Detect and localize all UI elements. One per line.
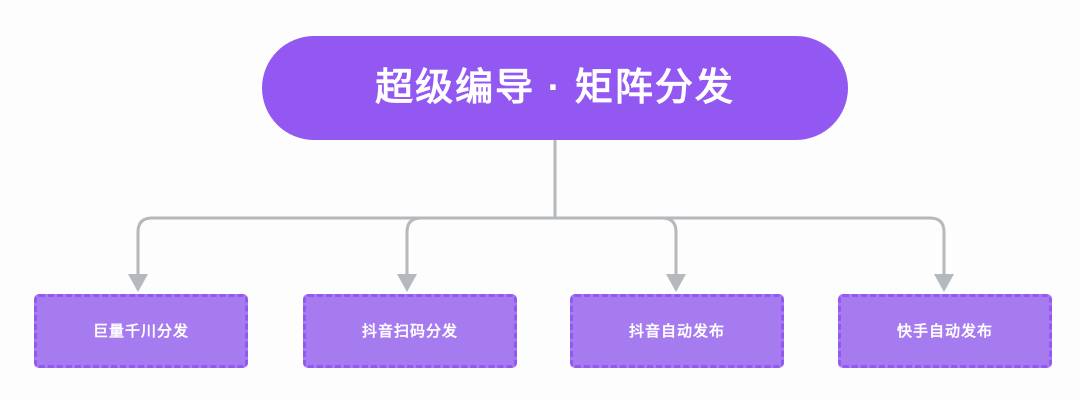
root-node-label: 超级编导 · 矩阵分发 (375, 67, 735, 109)
connector-bus-mid2 (553, 216, 678, 280)
connector-bus-left (136, 216, 557, 280)
leaf-node-douyin-auto-publish[interactable]: 抖音自动发布 (570, 294, 784, 368)
leaf-node-label: 抖音自动发布 (628, 322, 725, 340)
leaf-node-juliang-qianchuan[interactable]: 巨量千川分发 (34, 294, 248, 368)
connector-bus-right (553, 216, 946, 280)
root-node-super-director[interactable]: 超级编导 · 矩阵分发 (262, 36, 848, 140)
arrowhead-icon-3 (934, 274, 954, 292)
leaf-node-label: 快手自动发布 (896, 322, 993, 340)
arrowhead-icon-2 (666, 274, 686, 292)
leaf-node-douyin-scan-code[interactable]: 抖音扫码分发 (303, 294, 517, 368)
connector-bus-mid1 (405, 216, 557, 280)
leaf-node-label: 抖音扫码分发 (361, 322, 458, 340)
leaf-node-label: 巨量千川分发 (92, 322, 189, 340)
arrowhead-icon-0 (128, 274, 148, 292)
leaf-node-kuaishou-auto-publish[interactable]: 快手自动发布 (838, 294, 1052, 368)
arrowhead-icon-1 (397, 274, 417, 292)
